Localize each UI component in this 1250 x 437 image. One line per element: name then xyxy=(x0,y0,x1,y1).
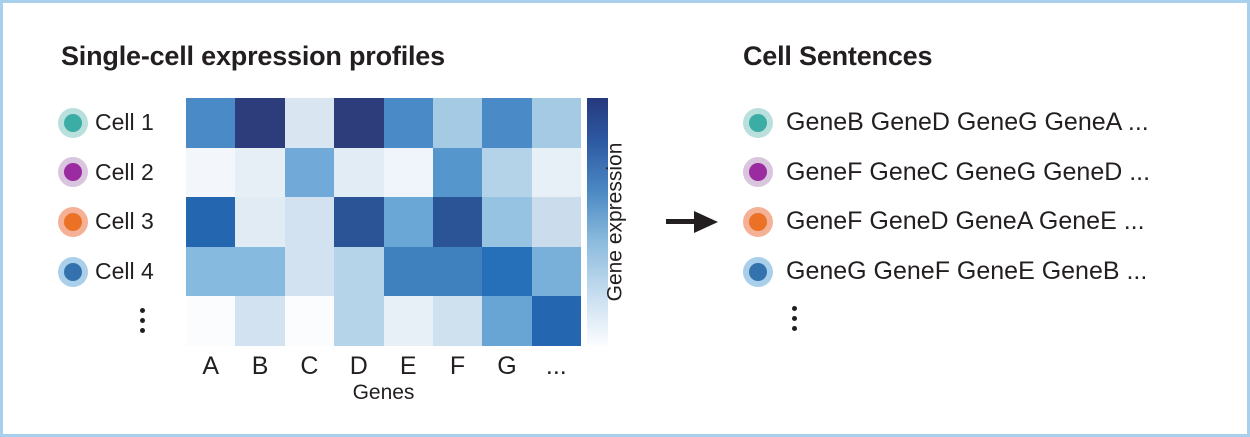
cell-marker-icon-1 xyxy=(58,107,88,138)
heatmap-cell-Cell4-more xyxy=(531,246,581,297)
sentence-marker-core xyxy=(749,212,767,231)
heatmap-cell-Cell2-D xyxy=(334,147,384,198)
gene-tick-0: A xyxy=(202,352,220,380)
cell-marker-core xyxy=(64,262,82,281)
cell-sentence-text: GeneF GeneC GeneG GeneD ... xyxy=(786,157,1151,186)
expression-heatmap xyxy=(186,98,581,346)
transformation-arrow-icon xyxy=(666,209,722,235)
gene-tick-7: ... xyxy=(545,352,567,380)
gene-tick-1: B xyxy=(251,352,269,380)
cell-marker-core xyxy=(64,163,82,182)
cell-sentence-row-2: GeneF GeneC GeneG GeneD ... xyxy=(743,148,1150,198)
heatmap-cell-Cell2-more xyxy=(531,147,581,198)
cell-marker-core xyxy=(64,113,82,132)
left-more-ellipsis-icon xyxy=(140,308,145,333)
sentence-marker-core xyxy=(749,163,767,182)
heatmap-cell-Cell3-D xyxy=(334,197,384,247)
sentence-marker-core xyxy=(749,262,767,281)
cell-marker-icon-3 xyxy=(58,206,88,237)
heatmap-cell-Cell4-F xyxy=(432,246,483,297)
heatmap-cell-Cell1-more xyxy=(531,98,581,148)
heatmap-cell-Cell4-D xyxy=(334,246,384,297)
cell-row-4: Cell 4 xyxy=(58,247,183,297)
heatmap-cell--C xyxy=(284,296,335,346)
heatmap-cell-Cell3-A xyxy=(186,197,236,247)
heatmap-cell-Cell2-G xyxy=(482,147,532,198)
heatmap-cell--F xyxy=(432,296,483,346)
cell-sentence-row-4: GeneG GeneF GeneE GeneB ... xyxy=(743,247,1147,297)
sentence-marker-icon-1 xyxy=(743,107,773,138)
heatmap-cell-Cell2-F xyxy=(432,147,483,198)
gene-expression-colorbar xyxy=(587,98,608,346)
heatmap-cell-Cell3-C xyxy=(284,197,335,247)
heatmap-cell-Cell4-A xyxy=(186,246,236,297)
gene-tick-6: G xyxy=(497,352,517,380)
heatmap-cell-Cell2-C xyxy=(284,147,335,198)
cell-row-1: Cell 1 xyxy=(58,98,183,148)
gene-tick-5: F xyxy=(449,352,466,380)
cell-marker-icon-2 xyxy=(58,157,88,188)
heatmap-cell--D xyxy=(334,296,384,346)
right-more-ellipsis-icon xyxy=(792,306,797,331)
cell-sentence-text: GeneF GeneD GeneA GeneE ... xyxy=(786,207,1145,236)
cell-row-3: Cell 3 xyxy=(58,197,183,247)
cell-sentence-text: GeneB GeneD GeneG GeneA ... xyxy=(786,108,1149,137)
heatmap-cell-Cell1-B xyxy=(235,98,285,148)
cell-marker-core xyxy=(64,212,82,231)
heatmap-cell-Cell3-G xyxy=(482,197,532,247)
cell-label-list: Cell 1 Cell 2 Cell 3 Cell 4 xyxy=(58,98,183,346)
cell-row-label: Cell 1 xyxy=(95,109,154,136)
heatmap-cell--more xyxy=(531,296,581,346)
heatmap-cell--B xyxy=(235,296,285,346)
cell-row-label: Cell 2 xyxy=(95,158,154,185)
sentence-marker-icon-4 xyxy=(743,256,773,287)
heatmap-cell-Cell1-G xyxy=(482,98,532,148)
heatmap-cell--E xyxy=(383,296,433,346)
gene-tick-labels: A B C D E F G... xyxy=(186,350,581,382)
heatmap-cell-Cell4-G xyxy=(482,246,532,297)
heatmap-cell-Cell1-A xyxy=(186,98,236,148)
heatmap-cell-Cell1-F xyxy=(432,98,483,148)
colorbar-label-text: Gene expression xyxy=(603,142,627,302)
heatmap-cell-Cell2-B xyxy=(235,147,285,198)
gene-tick-3: D xyxy=(349,352,368,380)
heatmap-cell-Cell2-E xyxy=(383,147,433,198)
cell-marker-icon-4 xyxy=(58,256,88,287)
sentence-marker-icon-3 xyxy=(743,206,773,237)
heatmap-cell-Cell4-C xyxy=(284,246,335,297)
cell-sentence-list: GeneB GeneD GeneG GeneA ... GeneF GeneC G… xyxy=(743,98,1213,346)
heatmap-cell-Cell3-E xyxy=(383,197,433,247)
genes-axis-label: Genes xyxy=(352,381,415,404)
heatmap-cell--G xyxy=(482,296,532,346)
cell-row-2: Cell 2 xyxy=(58,148,183,198)
colorbar-label: Gene expression xyxy=(600,98,630,346)
heatmap-cell-Cell3-more xyxy=(531,197,581,247)
sentence-marker-core xyxy=(749,113,767,132)
cell-sentence-row-3: GeneF GeneD GeneA GeneE ... xyxy=(743,197,1145,247)
sentence-marker-icon-2 xyxy=(743,157,773,188)
cell-sentence-row-1: GeneB GeneD GeneG GeneA ... xyxy=(743,98,1149,148)
heatmap-cell-Cell3-B xyxy=(235,197,285,247)
gene-tick-2: C xyxy=(300,352,319,380)
left-panel-title: Single-cell expression profiles xyxy=(61,41,445,71)
heatmap-cell--A xyxy=(186,296,236,346)
heatmap-cell-Cell2-A xyxy=(186,147,236,198)
heatmap-cell-Cell1-D xyxy=(334,98,384,148)
heatmap-cell-Cell3-F xyxy=(432,197,483,247)
right-panel-title: Cell Sentences xyxy=(743,41,933,71)
heatmap-cell-Cell4-B xyxy=(235,246,285,297)
cell-row-label: Cell 3 xyxy=(95,208,154,235)
heatmap-cell-Cell1-E xyxy=(383,98,433,148)
heatmap-cell-Cell4-E xyxy=(383,246,433,297)
gene-tick-4: E xyxy=(399,352,417,380)
heatmap-cell-Cell1-C xyxy=(284,98,335,148)
cell-row-label: Cell 4 xyxy=(95,258,154,285)
cell-sentence-text: GeneG GeneF GeneE GeneB ... xyxy=(786,257,1148,286)
